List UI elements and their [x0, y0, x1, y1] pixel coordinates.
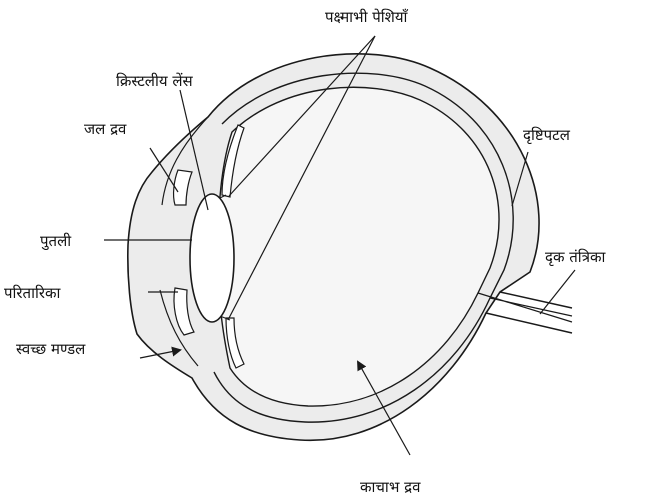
- crystalline-lens: [190, 194, 234, 322]
- label-iris: परितारिका: [4, 284, 62, 302]
- label-cornea: स्वच्छ मण्डल: [16, 340, 86, 358]
- label-ciliary-muscles: पक्ष्माभी पेशियाँ: [325, 8, 409, 26]
- optic-nerve-sheath: [486, 292, 572, 333]
- label-retina: दृष्टिपटल: [523, 126, 571, 145]
- label-aqueous-humour: जल द्रव: [84, 120, 127, 138]
- label-crystalline-lens: क्रिस्टलीय लेंस: [116, 72, 193, 90]
- label-optic-nerve: दृक तंत्रिका: [545, 248, 606, 267]
- label-pupil: पुतली: [40, 232, 72, 251]
- label-vitreous-humour: काचाभ द्रव: [360, 478, 421, 496]
